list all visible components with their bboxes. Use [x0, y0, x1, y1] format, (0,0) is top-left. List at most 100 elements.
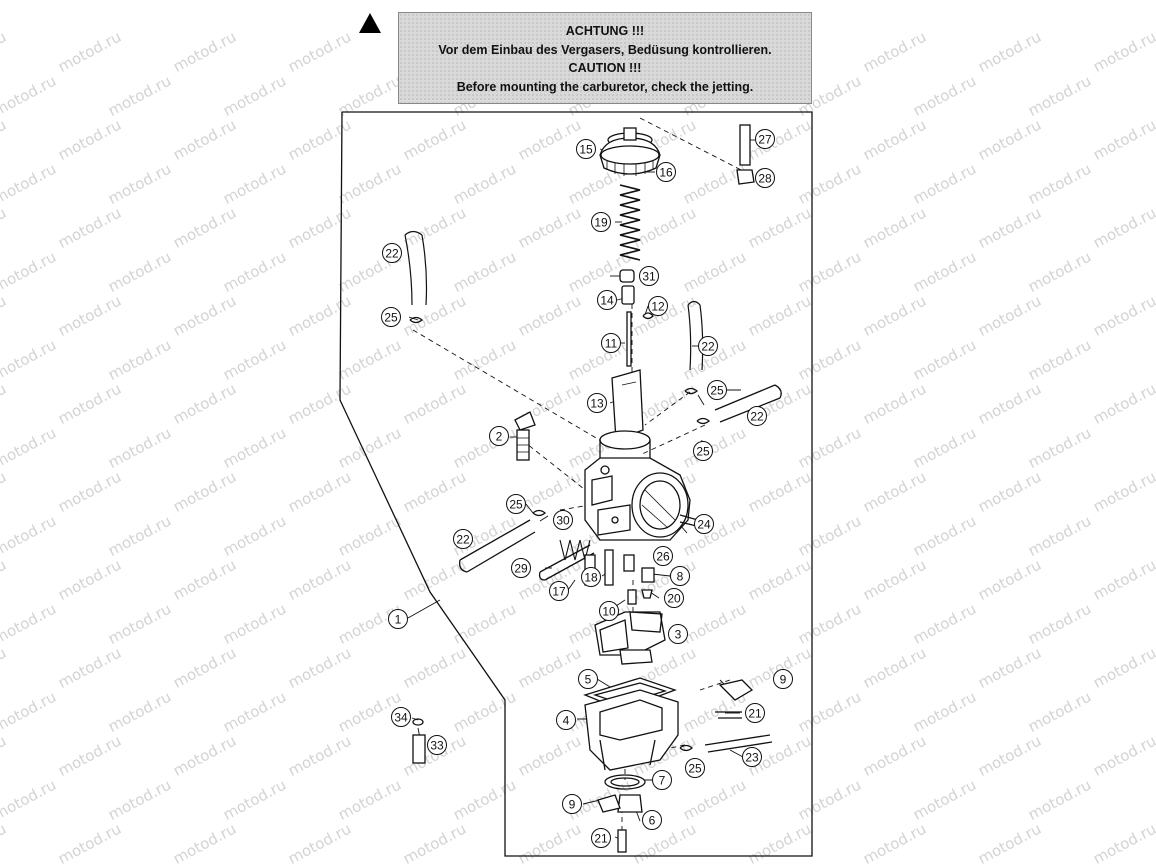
callout-circle [685, 758, 705, 778]
callout-c16: 16 [656, 162, 676, 182]
callout-label: 22 [456, 533, 470, 547]
callout-circle [549, 581, 569, 601]
callout-circle [591, 828, 611, 848]
top-cap [599, 127, 661, 176]
leader-lines [407, 139, 755, 841]
callout-label: 7 [659, 774, 666, 788]
callout-circle [694, 514, 714, 534]
callout-c25c: 25 [693, 441, 713, 461]
callout-label: 22 [385, 247, 399, 261]
callout-c26: 26 [653, 546, 673, 566]
callout-c21a: 21 [745, 703, 765, 723]
callout-c25e: 25 [685, 758, 705, 778]
callout-label: 19 [594, 216, 608, 230]
caution-line-en-text: Before mounting the carburetor, check th… [456, 79, 754, 94]
warning-triangle-icon [359, 13, 381, 33]
callout-c23: 23 [742, 747, 762, 767]
callout-c34: 34 [391, 707, 411, 727]
callout-circle [747, 406, 767, 426]
vent-hose-left [404, 234, 428, 306]
callout-c8: 8 [670, 566, 690, 586]
callout-label: 9 [569, 798, 576, 812]
callout-label: 33 [430, 739, 444, 753]
callout-c22c: 22 [747, 406, 767, 426]
callout-circle [587, 393, 607, 413]
callout-c18: 18 [581, 567, 601, 587]
throttle-slide [611, 369, 644, 441]
callout-circle [664, 588, 684, 608]
float [594, 611, 666, 665]
callout-circle [553, 510, 573, 530]
callout-circle [599, 601, 619, 621]
caution-line-de-text: Vor dem Einbau des Vergasers, Bedüsung k… [438, 42, 772, 57]
callout-label: 21 [748, 707, 762, 721]
callout-label: 25 [710, 384, 724, 398]
callout-label: 22 [750, 410, 764, 424]
callout-label: 26 [656, 550, 670, 564]
caution-line-en-title: CAUTION !!! [568, 61, 642, 75]
callout-circle [648, 296, 668, 316]
caution-banner: ACHTUNG !!! Vor dem Einbau des Vergasers… [398, 12, 812, 104]
assembly-frame [339, 111, 813, 857]
callout-label: 9 [780, 673, 787, 687]
guide-lines [412, 117, 746, 830]
callout-c25b: 25 [707, 380, 727, 400]
callout-circle [381, 307, 401, 327]
callout-circle [427, 735, 447, 755]
callout-label: 8 [677, 570, 684, 584]
callout-c22a: 22 [382, 243, 402, 263]
callout-c22b: 22 [698, 336, 718, 356]
callout-label: 11 [605, 337, 618, 351]
callout-c31: 31 [639, 266, 659, 286]
callout-circle [653, 546, 673, 566]
callout-label: 10 [602, 605, 616, 619]
callout-label: 15 [579, 143, 593, 157]
callout-layer: 1234567899101112131415161718192021212222… [381, 129, 793, 848]
callout-circle [578, 669, 598, 689]
callout-label: 16 [659, 166, 673, 180]
callout-c9b: 9 [562, 794, 582, 814]
callout-circle [642, 810, 662, 830]
callout-label: 14 [600, 294, 614, 308]
callout-label: 2 [496, 430, 503, 444]
callout-circle [489, 426, 509, 446]
callout-circle [391, 707, 411, 727]
callout-c12: 12 [648, 296, 668, 316]
callout-c22d: 22 [453, 529, 473, 549]
callout-c15: 15 [576, 139, 596, 159]
callout-label: 34 [394, 711, 408, 725]
callout-circle [773, 669, 793, 689]
callout-c21b: 21 [591, 828, 611, 848]
callout-c5: 5 [578, 669, 598, 689]
throttle-spring [619, 184, 641, 261]
callout-circle [755, 168, 775, 188]
callout-c3: 3 [668, 624, 688, 644]
callout-label: 25 [688, 762, 702, 776]
callout-label: 3 [675, 628, 682, 642]
caution-line-de-title: ACHTUNG !!! [565, 24, 645, 38]
callout-c25a: 25 [381, 307, 401, 327]
callout-label: 17 [552, 585, 566, 599]
callout-label: 27 [758, 133, 772, 147]
callout-circle [388, 609, 408, 629]
callout-circle [745, 703, 765, 723]
callout-circle [511, 558, 531, 578]
callout-circle [591, 212, 611, 232]
callout-label: 28 [758, 172, 772, 186]
callout-c1: 1 [388, 609, 408, 629]
callout-circle [670, 566, 690, 586]
callout-c11: 11 [601, 333, 621, 353]
callout-circle [576, 139, 596, 159]
callout-label: 21 [594, 832, 608, 846]
callout-circle [556, 710, 576, 730]
callout-c28: 28 [755, 168, 775, 188]
callout-circle [656, 162, 676, 182]
callout-label: 23 [745, 751, 759, 765]
callout-label: 1 [395, 613, 402, 627]
callout-label: 12 [651, 300, 665, 314]
callout-c33: 33 [427, 735, 447, 755]
callout-circle [562, 794, 582, 814]
callout-circle [742, 747, 762, 767]
